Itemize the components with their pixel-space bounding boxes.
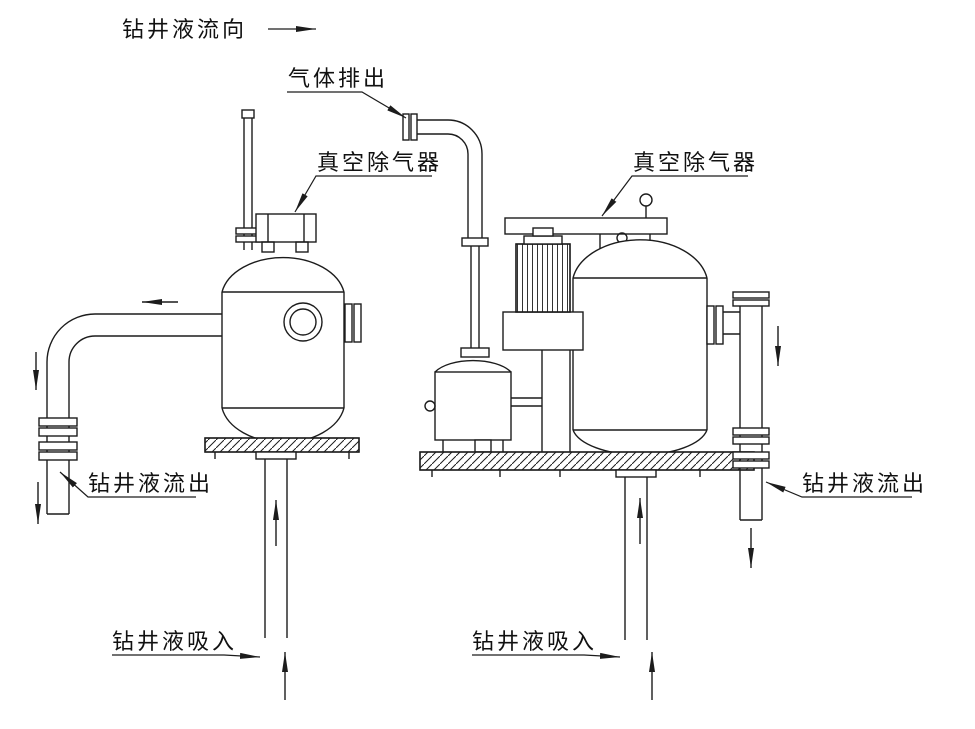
leader-gas-discharge — [287, 91, 407, 119]
flow-arrows — [33, 299, 781, 700]
label-fluid-out-left: 钻井液流出 — [88, 471, 213, 496]
label-fluid-out-right: 钻井液流出 — [802, 471, 927, 496]
labels: 钻井液流向 气体排出 真空除气器 真空除气器 钻井液流出 钻井液流出 钻井液吸入… — [88, 17, 927, 654]
leader-fluid-in-right — [472, 652, 621, 659]
left-inlet-pipe — [255, 451, 297, 638]
leader-fluid-out-left — [59, 471, 196, 498]
gas-outlet-pipe — [402, 113, 489, 247]
left-sight-glass — [283, 302, 362, 343]
left-vessel — [221, 256, 345, 444]
pump-housing — [502, 311, 584, 351]
right-outlet-pipe — [706, 291, 770, 521]
motor — [515, 227, 571, 313]
leader-degasser-right — [601, 175, 748, 217]
right-inlet-pipe — [615, 469, 657, 640]
label-vacuum-degasser-right: 真空除气器 — [633, 150, 758, 175]
pump-stand — [511, 350, 571, 452]
left-outlet-pipe — [38, 313, 222, 515]
leader-fluid-out-right — [765, 481, 912, 498]
leader-lines — [59, 26, 912, 659]
label-vacuum-degasser-left: 真空除气器 — [317, 150, 442, 175]
label-flow-direction: 钻井液流向 — [122, 17, 247, 42]
label-fluid-in-left: 钻井液吸入 — [112, 629, 237, 654]
right-vessel — [572, 232, 708, 456]
left-degasser-unit — [38, 109, 362, 638]
separator-tank — [424, 246, 512, 453]
leader-degasser-left — [294, 175, 432, 213]
left-vacuum-gauge-pipe — [235, 109, 261, 250]
left-vacuum-device — [255, 213, 317, 253]
label-fluid-in-right: 钻井液吸入 — [472, 629, 597, 654]
leader-fluid-in-left — [112, 652, 261, 659]
left-base-plate — [204, 437, 360, 459]
right-degasser-unit — [402, 113, 770, 640]
label-gas-discharge: 气体排出 — [288, 66, 388, 91]
base-platform — [419, 451, 755, 477]
